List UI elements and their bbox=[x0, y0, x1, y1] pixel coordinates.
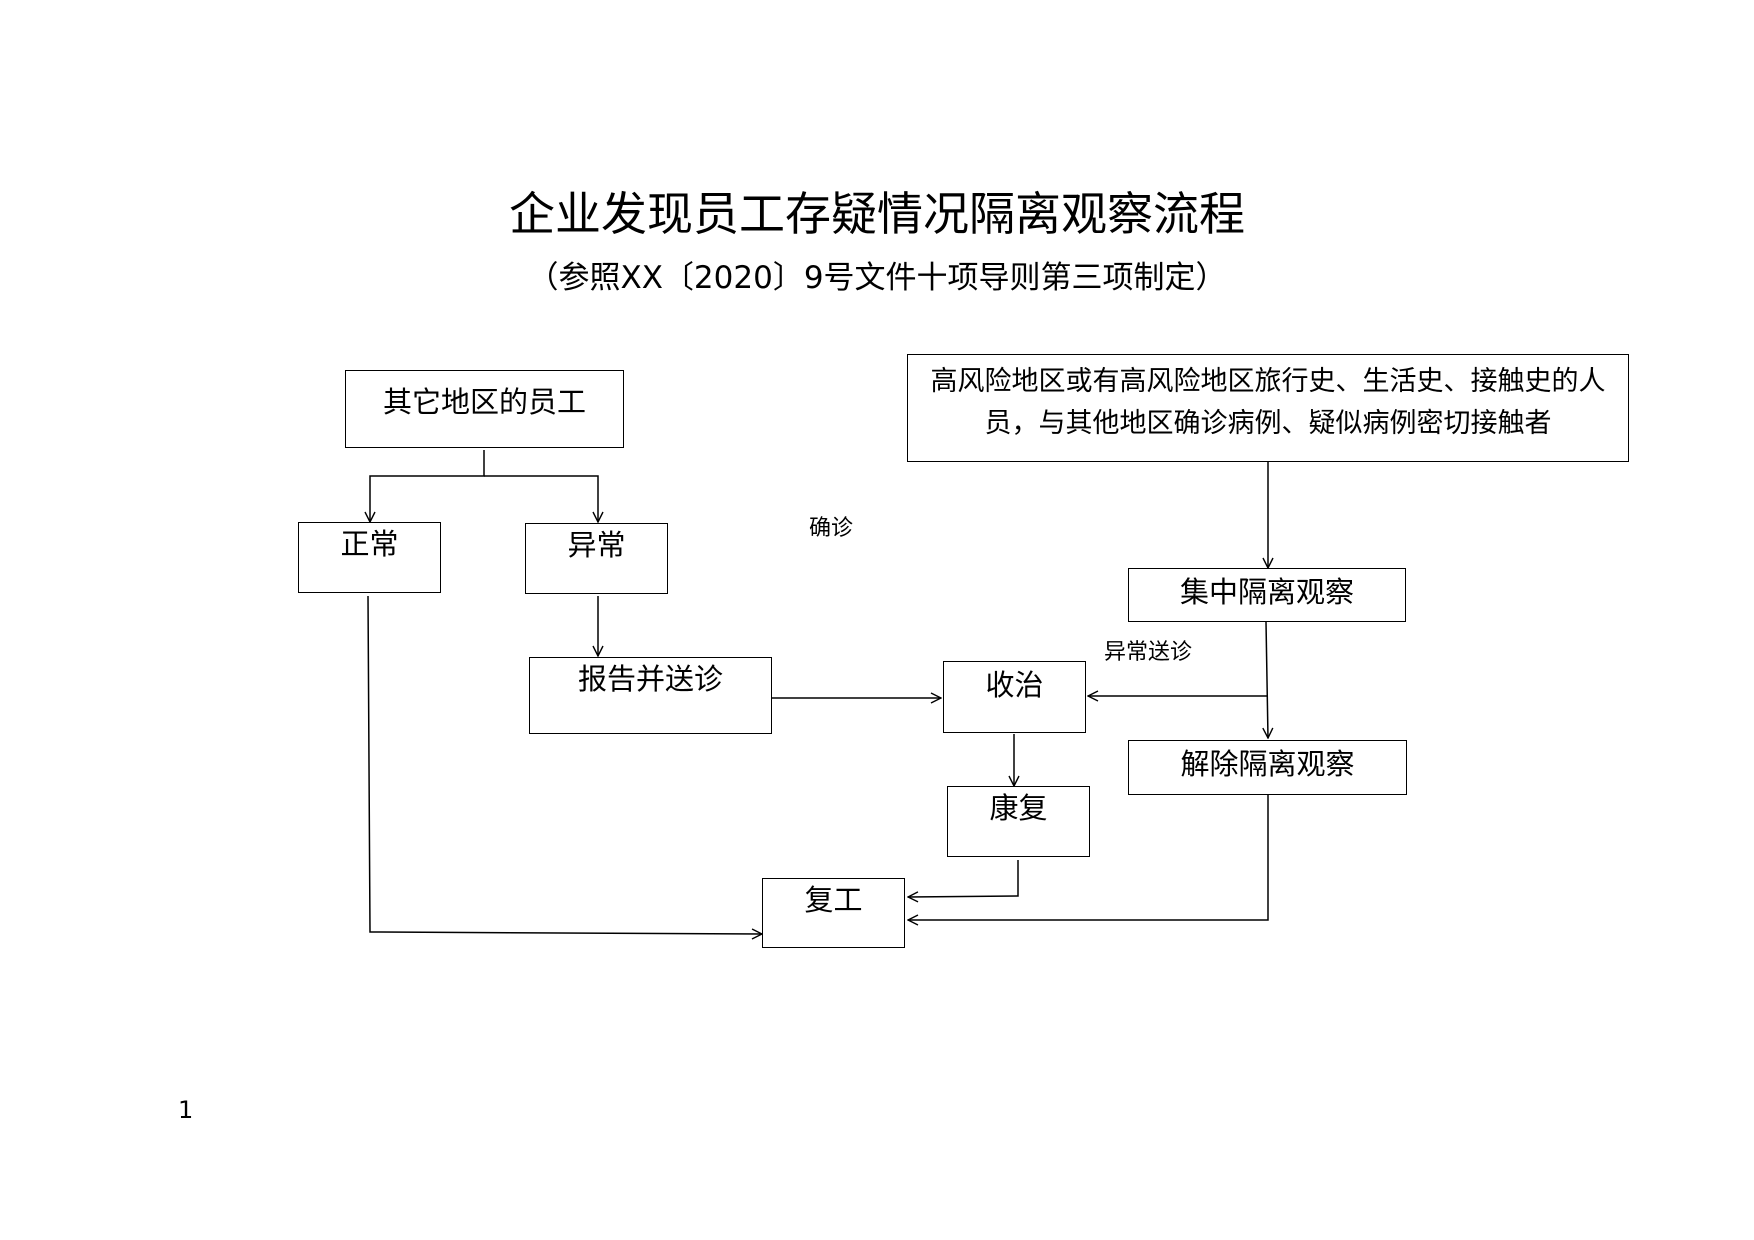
node-treatment: 收治 bbox=[943, 661, 1086, 733]
edge-staff-to-normal bbox=[370, 450, 485, 522]
node-report-and-send: 报告并送诊 bbox=[529, 657, 772, 734]
page-number: 1 bbox=[178, 1096, 194, 1124]
label-confirmed: 确诊 bbox=[809, 516, 854, 541]
edge-recovery-to-return bbox=[908, 860, 1019, 897]
node-normal: 正常 bbox=[298, 522, 441, 593]
edge-normal-to-return bbox=[367, 595, 762, 934]
node-central-quarantine: 集中隔离观察 bbox=[1128, 568, 1406, 622]
edge-central-to-release bbox=[1266, 621, 1268, 738]
node-other-region-staff: 其它地区的员工 bbox=[345, 370, 624, 448]
edge-staff-to-abnormal bbox=[484, 475, 598, 522]
node-abnormal: 异常 bbox=[525, 523, 668, 594]
node-high-risk-persons: 高风险地区或有高风险地区旅行史、生活史、接触史的人员，与其他地区确诊病例、疑似病… bbox=[907, 354, 1629, 462]
node-return-to-work: 复工 bbox=[762, 878, 905, 948]
label-abnormal-send: 异常送诊 bbox=[1104, 640, 1193, 665]
page-title: 企业发现员工存疑情况隔离观察流程 bbox=[509, 187, 1245, 241]
page-subtitle: （参照XX〔2020〕9号文件十项导则第三项制定） bbox=[527, 260, 1227, 296]
node-recovery: 康复 bbox=[947, 786, 1090, 857]
node-release-quarantine: 解除隔离观察 bbox=[1128, 740, 1407, 795]
edge-release-to-return bbox=[908, 794, 1269, 920]
